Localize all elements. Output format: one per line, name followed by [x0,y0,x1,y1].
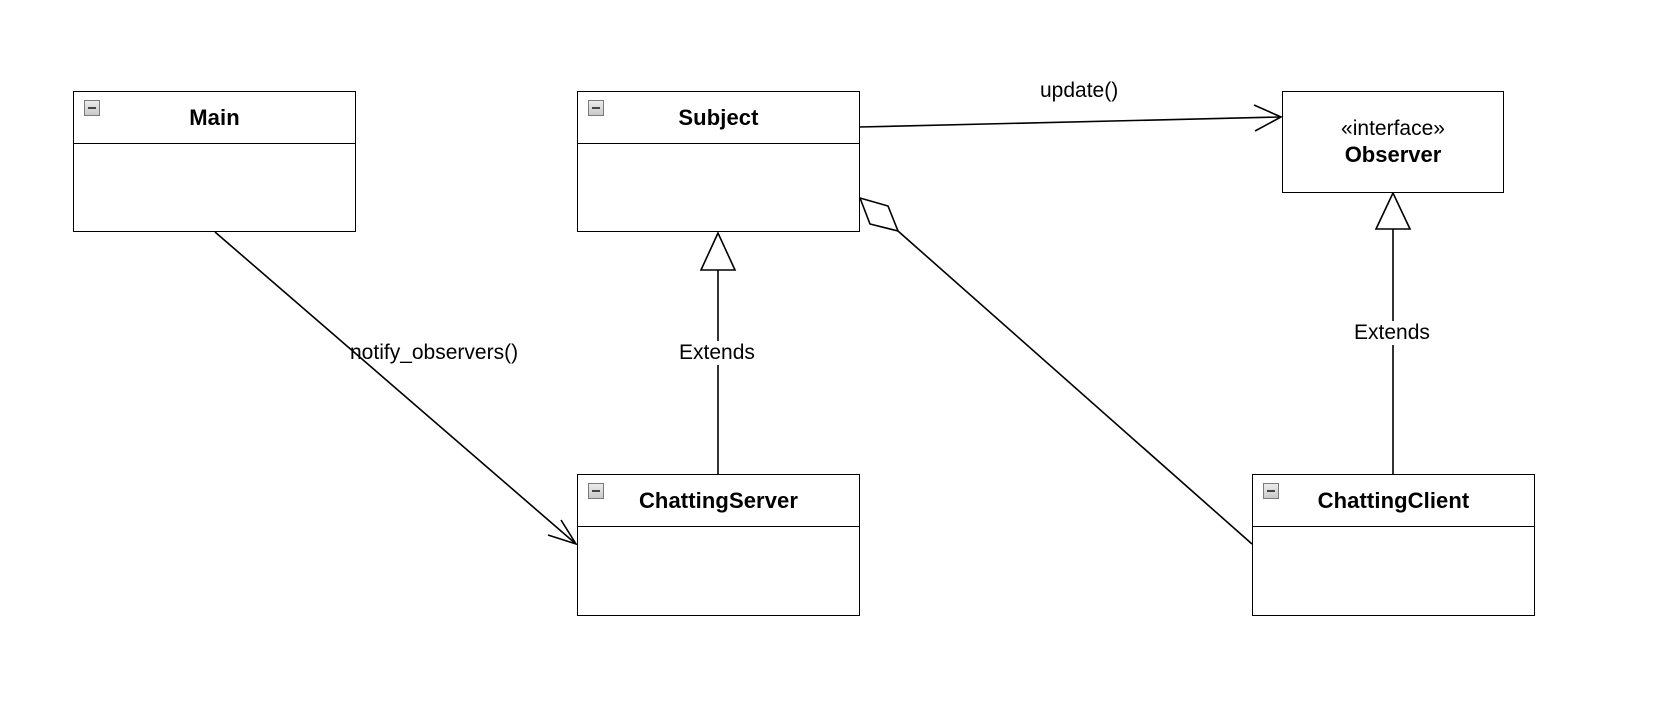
class-chattingserver-header: ChattingServer [578,475,859,527]
class-main[interactable]: Main [73,91,356,232]
interface-stereotype: «interface» [1341,117,1445,140]
edge-label-extends-subject: Extends [678,341,756,365]
class-subject-header: Subject [578,92,859,144]
class-name: ChattingServer [638,487,799,513]
interface-observer[interactable]: «interface» Observer [1282,91,1504,193]
class-name: Main [189,104,240,130]
collapse-icon[interactable] [84,100,100,116]
class-chattingserver[interactable]: ChattingServer [577,474,860,616]
aggregation-diamond [858,196,900,233]
edge-label-update: update() [1040,79,1119,102]
collapse-icon[interactable] [588,483,604,499]
open-arrowhead [547,519,578,546]
association-main-to-chattingserver[interactable] [214,231,578,546]
interface-name: Observer [1344,142,1442,167]
edge-label-notify-observers: notify_observers() [350,341,519,364]
class-subject[interactable]: Subject [577,91,860,232]
class-main-header: Main [74,92,355,144]
class-name: Subject [678,104,759,130]
class-chattingclient-header: ChattingClient [1253,475,1534,527]
edge-label-extends-observer: Extends [1353,321,1431,345]
association-subject-to-observer[interactable] [858,104,1283,132]
hollow-triangle-arrowhead [699,231,737,271]
class-chattingclient[interactable]: ChattingClient [1252,474,1535,616]
aggregation-subject-chattingclient[interactable] [858,196,1253,545]
generalization-chattingserver-to-subject[interactable] [699,231,737,474]
generalization-chattingclient-to-observer[interactable] [1374,191,1412,474]
hollow-triangle-arrowhead [1374,191,1412,230]
collapse-icon[interactable] [588,100,604,116]
open-arrowhead [1253,104,1283,132]
collapse-icon[interactable] [1263,483,1279,499]
class-name: ChattingClient [1317,487,1470,513]
